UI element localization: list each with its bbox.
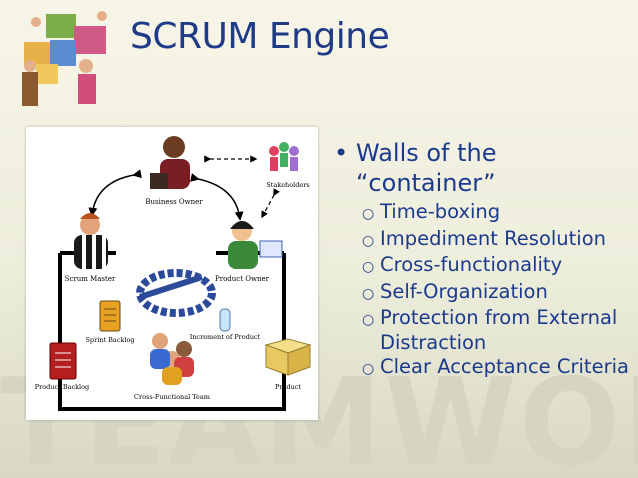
sub-bullet-text: Self-Organization bbox=[380, 279, 548, 303]
puzzle-people-logo bbox=[6, 8, 124, 108]
product-label: Product bbox=[275, 383, 301, 391]
sub-bullet-item: ○ Clear Acceptance Criteria bbox=[362, 355, 634, 382]
sub-bullet-text: Cross-functionality bbox=[380, 253, 563, 276]
sub-bullet-item: ○ Cross-functionality bbox=[362, 253, 634, 280]
product-backlog-label: Product Backlog bbox=[35, 383, 89, 391]
scrum-master-label: Scrum Master bbox=[65, 275, 116, 283]
sprint-backlog-icon bbox=[99, 300, 121, 332]
scrum-diagram: Business Owner Stakeholders Scrum Master bbox=[26, 127, 318, 420]
business-owner-figure bbox=[150, 136, 190, 189]
stakeholders-label: Stakeholders bbox=[266, 181, 309, 189]
sub-bullet-text: Time-boxing bbox=[380, 200, 501, 223]
circle-bullet-icon: ○ bbox=[362, 232, 375, 249]
increment-label: Increment of Product bbox=[190, 333, 261, 341]
circle-bullet-icon: ○ bbox=[362, 206, 375, 222]
main-bullet-text: Walls of the “container” bbox=[356, 139, 497, 197]
sub-bullet-item: ○ Impediment Resolution bbox=[362, 227, 634, 254]
circle-bullet-icon: ○ bbox=[362, 285, 375, 302]
team-label: Cross-Functional Team bbox=[134, 393, 210, 401]
sub-bullet-text: Protection from External Distraction bbox=[380, 306, 618, 354]
sub-bullet-text: Impediment Resolution bbox=[380, 226, 607, 250]
sub-bullet-item: ○ Self-Organization bbox=[362, 280, 634, 307]
business-owner-label: Business Owner bbox=[145, 198, 203, 206]
bullet-list: • Walls of the “container” ○ Time-boxing … bbox=[334, 138, 634, 382]
circle-bullet-icon: ○ bbox=[362, 259, 375, 275]
scrum-master-figure bbox=[74, 213, 108, 269]
sub-bullet-item: ○ Protection from External Distraction bbox=[362, 306, 634, 355]
main-bullet: • Walls of the “container” bbox=[334, 138, 634, 198]
circle-bullet-icon: ○ bbox=[362, 312, 375, 328]
cross-functional-team-figure bbox=[150, 333, 194, 385]
bullet-dot-icon: • bbox=[334, 139, 349, 167]
sprint-loop-icon bbox=[136, 269, 216, 317]
slide-title: SCRUM Engine bbox=[130, 16, 390, 57]
stakeholders-figure bbox=[269, 142, 299, 171]
product-box-icon bbox=[264, 338, 312, 376]
product-owner-label: Product Owner bbox=[215, 275, 270, 283]
circle-bullet-icon: ○ bbox=[362, 361, 375, 377]
sub-bullet-text: Clear Acceptance Criteria bbox=[380, 355, 629, 378]
increment-icon bbox=[219, 308, 231, 332]
container-walls bbox=[58, 253, 286, 411]
sprint-backlog-label: Sprint Backlog bbox=[85, 336, 134, 344]
product-owner-figure bbox=[228, 221, 283, 269]
product-backlog-icon bbox=[49, 342, 77, 380]
sub-bullet-list: ○ Time-boxing ○ Impediment Resolution ○ Cro… bbox=[362, 200, 634, 382]
sub-bullet-item: ○ Time-boxing bbox=[362, 200, 634, 227]
